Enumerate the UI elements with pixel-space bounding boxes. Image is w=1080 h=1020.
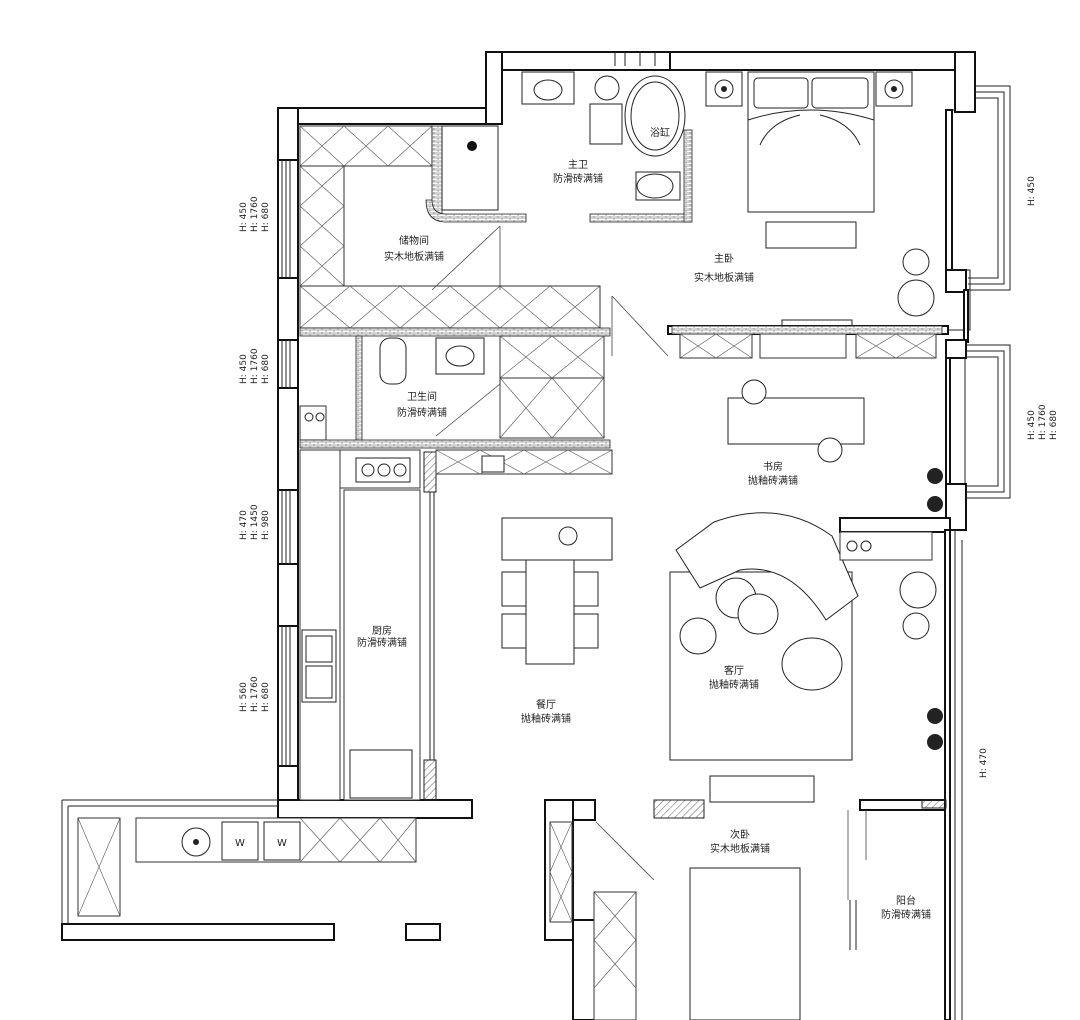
second-bedroom: 次卧 实木地板满铺	[549, 775, 947, 1020]
svg-text:H: 450: H: 450	[239, 202, 249, 232]
room-floor-bathroom: 防滑砖满铺	[397, 406, 447, 419]
svg-text:H: 680: H: 680	[261, 354, 271, 384]
window-dims-right-2: H: 450 H: 1760 H: 680	[1027, 404, 1059, 440]
svg-text:H: 1760: H: 1760	[250, 676, 260, 712]
room-name-balcony: 阳台	[896, 894, 916, 907]
svg-text:H: 680: H: 680	[1049, 410, 1059, 440]
svg-text:H: 680: H: 680	[261, 202, 271, 232]
room-name-study: 书房	[763, 460, 783, 473]
balcony: 阳台 防滑砖满铺	[849, 894, 931, 950]
room-floor-second-bed: 实木地板满铺	[710, 842, 770, 855]
room-floor-kitchen: 防滑砖满铺	[357, 636, 407, 649]
svg-text:H: 560: H: 560	[239, 682, 249, 712]
room-floor-master-bath: 防滑砖满铺	[553, 172, 603, 185]
bathtub: 浴缸	[624, 75, 686, 157]
svg-text:H: 1450: H: 1450	[250, 504, 260, 540]
svg-text:H: 450: H: 450	[1027, 176, 1037, 206]
right-bay-windows	[954, 85, 1011, 1020]
window-dims-left-4: H: 560 H: 1760 H: 680	[239, 676, 271, 712]
dining: 餐厅 抛釉砖满铺	[501, 517, 613, 725]
room-floor-dining: 抛釉砖满铺	[521, 712, 571, 725]
svg-text:H: 980: H: 980	[261, 510, 271, 540]
window-dims-left-3: H: 470 H: 1450 H: 980	[239, 504, 271, 540]
room-floor-balcony: 防滑砖满铺	[881, 908, 931, 921]
svg-text:H: 450: H: 450	[1027, 410, 1037, 440]
room-name-bathroom: 卫生间	[407, 390, 437, 403]
window-dims-left-1: H: 450 H: 1760 H: 680	[239, 196, 271, 232]
laundry-balcony: W W	[61, 799, 441, 941]
svg-text:H: 470: H: 470	[979, 748, 989, 778]
room-floor-study: 抛釉砖满铺	[748, 474, 798, 487]
svg-text:H: 1760: H: 1760	[250, 348, 260, 384]
svg-text:H: 680: H: 680	[261, 682, 271, 712]
room-name-master-bed: 主卧	[714, 252, 734, 265]
left-windows	[281, 160, 291, 766]
window-dims-right-3: H: 470	[979, 748, 989, 778]
window-dims-left-2: H: 450 H: 1760 H: 680	[239, 348, 271, 384]
plant-icon	[927, 468, 943, 512]
room-name-kitchen: 厨房	[372, 624, 392, 637]
study-cabinets-top	[679, 319, 937, 359]
svg-text:H: 1760: H: 1760	[1038, 404, 1048, 440]
washer-label-2: W	[277, 838, 287, 849]
washer-label-1: W	[235, 838, 245, 849]
room-name-dining: 餐厅	[536, 698, 556, 711]
svg-text:H: 450: H: 450	[239, 354, 249, 384]
svg-text:H: 470: H: 470	[239, 510, 249, 540]
room-name-master-bath: 主卫	[568, 159, 588, 171]
dining-cabinets	[435, 449, 613, 475]
room-floor-master-bed: 实木地板满铺	[694, 271, 754, 284]
room-name-storage: 储物间	[399, 234, 429, 247]
plant-icon	[927, 708, 943, 750]
room-floor-living: 抛釉砖满铺	[709, 678, 759, 691]
kitchen: 厨房 防滑砖满铺	[299, 449, 437, 801]
study: 书房 抛釉砖满铺	[727, 379, 943, 512]
room-name-second-bed: 次卧	[730, 828, 750, 841]
window-dims-right-1: H: 450	[1027, 176, 1037, 206]
bathroom: 卫生间 防滑砖满铺	[299, 335, 611, 449]
svg-text:H: 1760: H: 1760	[250, 196, 260, 232]
master-bath: 浴缸 主卫 防滑砖满铺	[425, 71, 693, 223]
storage-cabinets	[299, 125, 611, 337]
shower-head-icon	[467, 141, 477, 151]
bathtub-label: 浴缸	[650, 126, 670, 139]
living: 客厅 抛釉砖满铺	[669, 512, 943, 761]
room-floor-storage: 实木地板满铺	[384, 250, 444, 263]
top-windows	[614, 52, 656, 66]
room-name-living: 客厅	[724, 664, 744, 677]
master-bedroom: 主卧 实木地板满铺	[611, 71, 949, 357]
